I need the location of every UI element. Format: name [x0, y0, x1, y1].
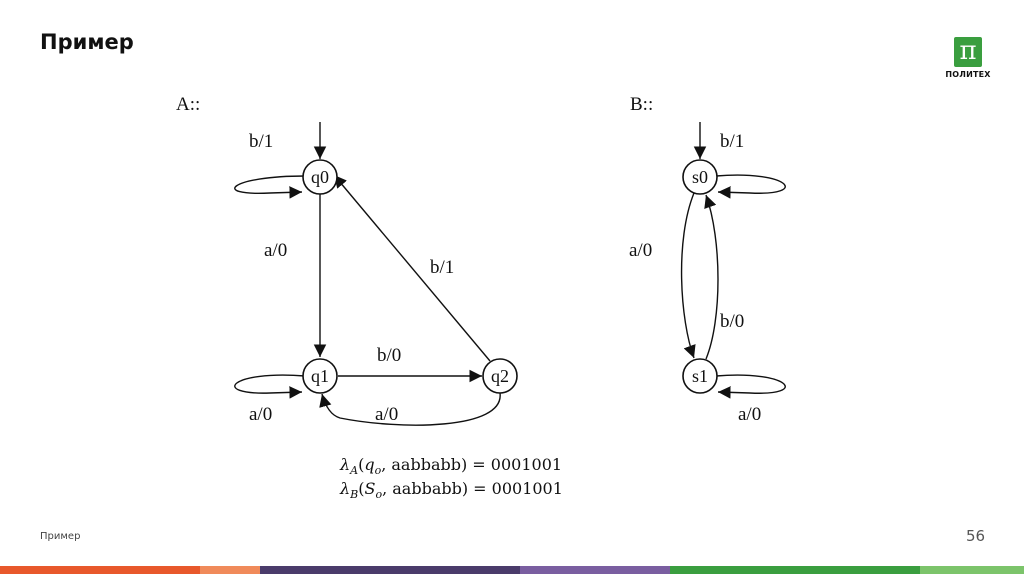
automaton-b: B:: b/1 a/0 b/0 a/0 s0 s1 [629, 94, 786, 425]
transition-label-q0-q1: a/0 [264, 240, 287, 261]
transition-label-q0-q0: b/1 [249, 131, 273, 152]
state-s0 [682, 159, 718, 195]
edge-s1-s0 [704, 194, 719, 360]
q0-self-loop [234, 175, 306, 199]
bar-segment [520, 566, 670, 574]
transition-label-q1-q1: a/0 [249, 404, 272, 425]
automaton-a: A:: b/1 a/0 a/0 b/0 a/0 b/1 q0 q1 q2 [176, 94, 518, 426]
transition-label-q2-q1: a/0 [375, 404, 398, 425]
transition-label-q1-q2: b/0 [377, 345, 401, 366]
bar-segment [670, 566, 920, 574]
state-q2 [482, 358, 518, 394]
q1-self-loop [234, 374, 306, 399]
automaton-a-name: A:: [176, 94, 200, 115]
edge-s0-s1 [680, 192, 696, 359]
edge-q2-q0 [333, 174, 491, 362]
formula-b: λB(So, aabbabb) = 0001001 [339, 479, 563, 501]
state-q1-label: q1 [311, 366, 329, 386]
s1-self-loop [715, 374, 786, 399]
bottom-color-bar [0, 566, 1024, 574]
page-number: 56 [966, 527, 986, 545]
state-q0-label: q0 [311, 167, 329, 187]
output-formulas: λA(qo, aabbabb) = 0001001 λB(So, aabbabb… [339, 455, 563, 501]
transition-label-s1-s0: b/0 [720, 311, 744, 332]
logo-pi-box: π [954, 36, 982, 67]
bar-segment [920, 566, 1024, 574]
state-q0 [302, 159, 338, 195]
transition-label-s1-s1: a/0 [738, 404, 761, 425]
state-s1-label: s1 [692, 366, 708, 386]
s0-self-loop [715, 174, 786, 199]
bar-segment [200, 566, 260, 574]
edge-q2-q1 [319, 392, 501, 426]
logo-text: ПОЛИТЕХ [945, 70, 991, 79]
politech-logo: π ПОЛИТЕХ [943, 36, 993, 87]
bar-segment [0, 566, 200, 574]
state-s1 [682, 358, 718, 394]
formula-a: λA(qo, aabbabb) = 0001001 [339, 455, 562, 477]
transition-label-s0-s1: a/0 [629, 240, 652, 261]
state-s0-label: s0 [692, 167, 708, 187]
slide-title: Пример [40, 30, 134, 54]
footer-label: Пример [40, 531, 81, 542]
transition-label-s0-s0: b/1 [720, 131, 744, 152]
state-q2-label: q2 [491, 366, 509, 386]
bar-segment [260, 566, 520, 574]
transition-label-q2-q0: b/1 [430, 257, 454, 278]
state-q1 [302, 358, 338, 394]
pi-icon: π [959, 36, 977, 66]
automaton-b-name: B:: [630, 94, 653, 115]
